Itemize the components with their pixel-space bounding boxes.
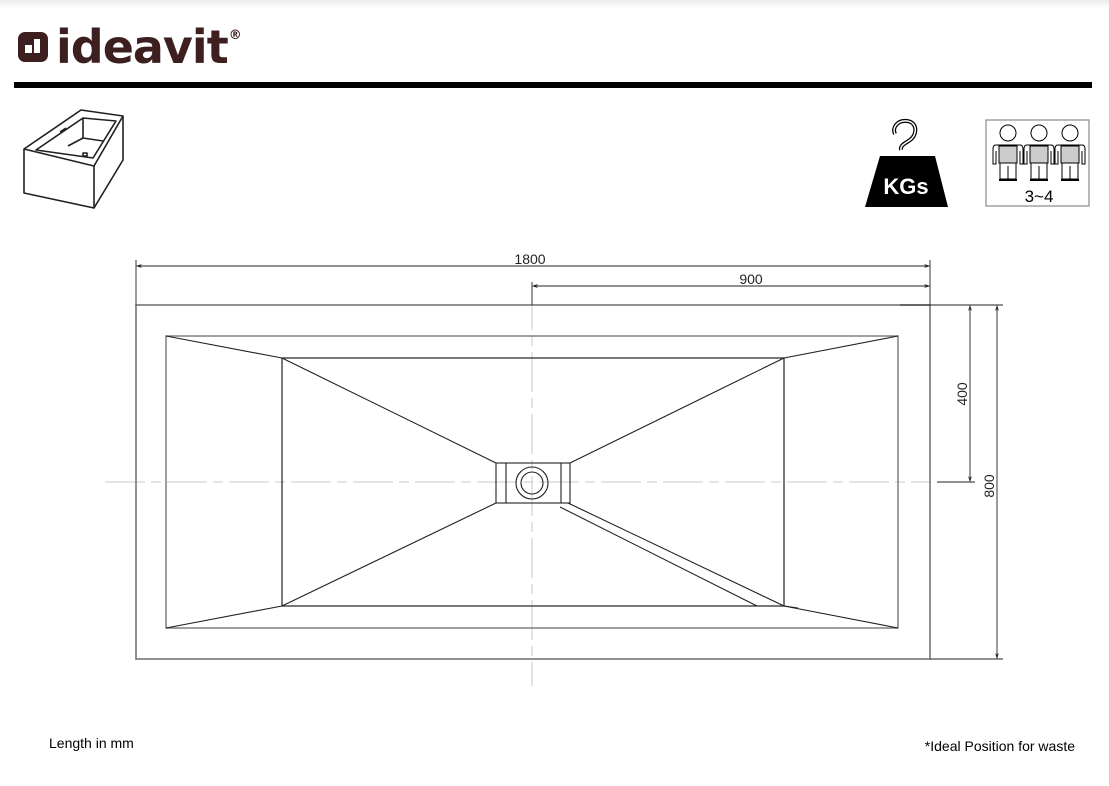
top-band (0, 0, 1109, 8)
rim-outline (165, 335, 899, 629)
weight-label: KGs (883, 174, 928, 199)
dim-800: 800 (981, 474, 997, 498)
brand-logo: ideavit ® (18, 24, 242, 70)
dim-400: 400 (954, 382, 970, 406)
header-rule (14, 82, 1092, 88)
registered-mark: ® (228, 28, 242, 43)
waste-drain (495, 462, 571, 504)
outer-outline (135, 304, 931, 660)
dim-900: 900 (739, 271, 763, 287)
centerlines (105, 290, 930, 686)
brand-name: ideavit (56, 20, 229, 74)
dim-1800: 1800 (514, 251, 545, 267)
logo-mark-icon (18, 32, 48, 62)
installers-label: 3~4 (1025, 187, 1054, 206)
units-note: Length in mm (49, 735, 134, 751)
waste-position-note: *Ideal Position for waste (924, 738, 1075, 754)
floor-outline (281, 357, 785, 607)
